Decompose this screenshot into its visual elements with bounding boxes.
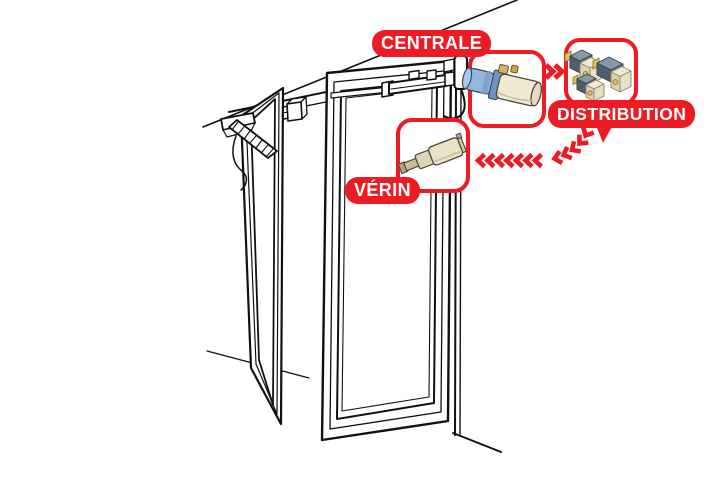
scissor-arm xyxy=(220,112,278,191)
centrale-callout-box xyxy=(468,50,546,128)
distribution-label: DISTRIBUTION xyxy=(548,100,696,128)
verin-label: VÉRIN xyxy=(345,177,421,204)
distribution-callout-box xyxy=(564,38,638,106)
floor-line-right xyxy=(452,432,502,453)
centrale-label: CENTRALE xyxy=(372,30,492,57)
door-actuator-in-situ xyxy=(330,69,455,99)
hose-cable xyxy=(443,88,466,120)
left-door-panel xyxy=(239,86,285,426)
